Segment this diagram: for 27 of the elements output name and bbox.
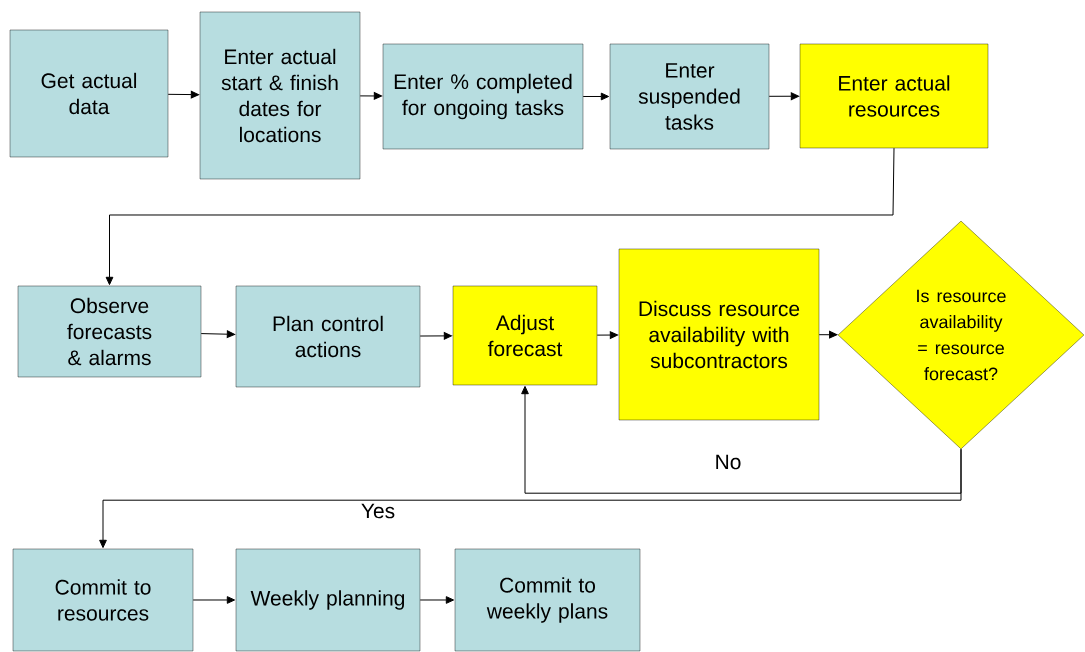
arrow: [582, 92, 610, 101]
arrow: [419, 332, 453, 340]
edge-label: Yes: [358, 501, 398, 521]
arrow: [200, 330, 236, 339]
process-box: Discuss resource availability with subcontractors: [618, 248, 820, 421]
process-box: Commit to resources: [12, 548, 194, 652]
process-box: Get actual data: [9, 29, 169, 158]
process-box: Plan control actions: [235, 285, 421, 388]
arrow: [99, 448, 962, 549]
process-box: Observe forecasts & alarms: [17, 285, 202, 378]
process-box: Enter % completed for ongoing tasks: [382, 43, 584, 150]
process-box: Enter actual start & finish dates for locations: [199, 11, 361, 180]
process-box: Weekly planning: [235, 548, 421, 652]
arrow: [768, 92, 800, 101]
arrow: [818, 330, 838, 339]
arrow: [359, 92, 383, 100]
arrow: [105, 147, 895, 286]
process-box: Enter suspended tasks: [609, 43, 770, 150]
process-box: Enter actual resources: [799, 43, 989, 149]
edge-label: No: [712, 452, 744, 472]
process-box: Adjust forecast: [452, 285, 598, 386]
process-box: Commit to weekly plans: [454, 548, 641, 652]
arrow: [596, 331, 619, 339]
arrow: [521, 385, 962, 494]
arrow: [419, 596, 455, 604]
arrow: [192, 596, 236, 604]
arrow: [167, 90, 200, 99]
